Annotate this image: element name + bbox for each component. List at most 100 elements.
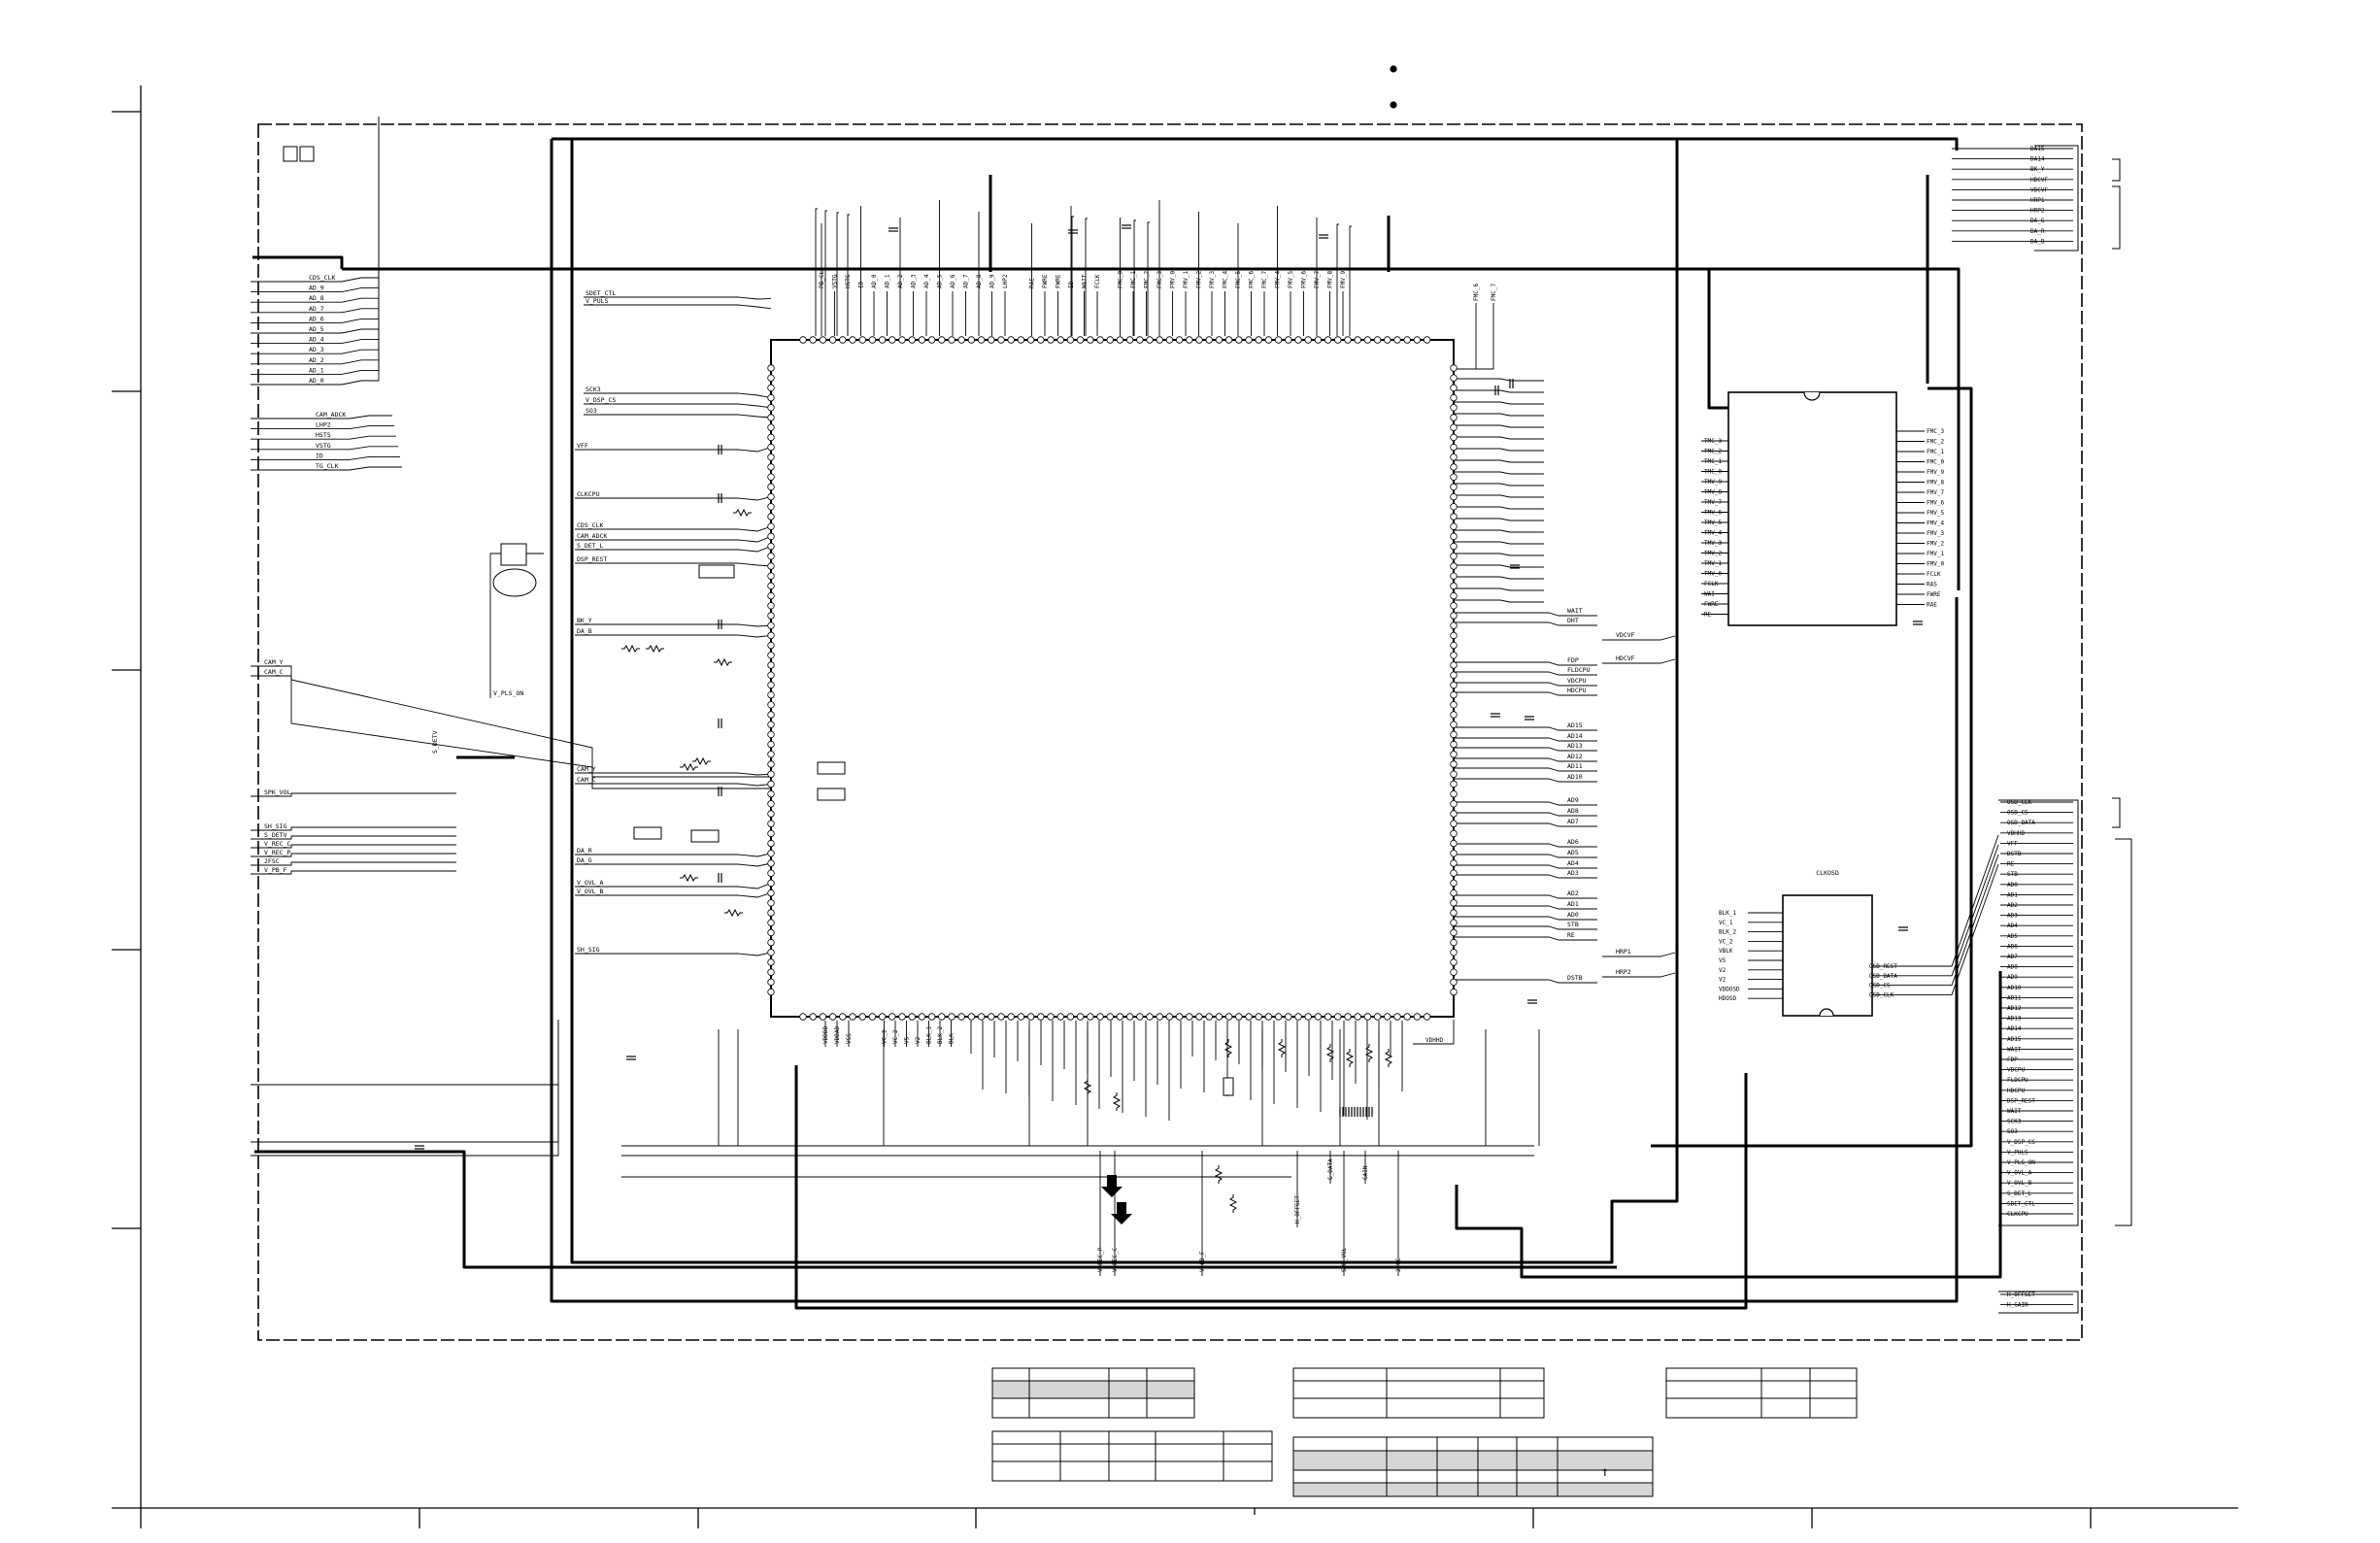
inner-net-label: V_DSP_CS	[586, 396, 616, 404]
top-pin-label: FMC_0	[1118, 271, 1124, 288]
inner-net-label: V_OVL_A	[577, 879, 603, 887]
heavy-wiring	[252, 137, 2002, 1310]
right-bottom-connector-label: SCK3	[2007, 1119, 2022, 1125]
inner-net-label: V_PULS	[586, 297, 609, 305]
top-pin-label: FMC_6	[1473, 284, 1480, 301]
right-pin-label: AD14	[1567, 732, 1583, 740]
memory-ic	[1727, 391, 1897, 626]
osd-right-pin: OSD_DATA	[1869, 973, 1897, 980]
right-bottom-connector-label: V_OVL_A	[2007, 1170, 2032, 1177]
bottom-pin-label: V2	[915, 1036, 922, 1044]
top-pin-label: HSTG	[845, 274, 852, 288]
top-pin-label: AD_8	[976, 274, 983, 288]
memory-right-pin: FMV_4	[1927, 520, 1944, 527]
top-pin-label: VSTG	[832, 274, 839, 288]
right-mid-label: HRP2	[1616, 968, 1631, 976]
right-bottom-connector-label: AD11	[2007, 994, 2022, 1001]
memory-left-pin: TMC_3	[1704, 438, 1722, 445]
right-bottom-connector-label: AD6	[2007, 943, 2018, 950]
top-pin-label: WAIT	[1082, 274, 1089, 288]
right-bottom-connector-label: STB	[2007, 871, 2018, 878]
top-pin-label: RAE	[1029, 278, 1036, 288]
memory-left-pin: TMV_0	[1704, 571, 1722, 578]
osd-left-pin: VC_1	[1719, 920, 1733, 926]
memory-right-pin: FMV_9	[1927, 469, 1944, 476]
memory-left-pin: TMC_2	[1704, 449, 1722, 455]
left-input-label: CAM_ADCK	[316, 411, 346, 419]
inner-net-label: DA_G	[577, 856, 592, 864]
memory-right-pin: RAE	[1927, 602, 1937, 609]
bottom-output-label: V_PB_F	[1199, 1251, 1206, 1272]
inner-net-label: DSP_REST	[577, 555, 607, 563]
right-bottom-connector-label: FLDCPU	[2007, 1077, 2028, 1084]
thin-wiring	[251, 117, 2073, 1306]
right-bottom-connector-label: AD10	[2007, 985, 2022, 991]
top-pin-label: AD_6	[950, 274, 956, 288]
top-pin-label: FMV_8	[1327, 271, 1334, 288]
memory-left-pin: TMV_2	[1704, 551, 1722, 557]
memory-right-pin: FMV_5	[1927, 510, 1944, 517]
osd-left-pin: VBLK	[1719, 948, 1733, 955]
memory-right-pin: FWRE	[1927, 591, 1941, 598]
inner-net-label: V_OVL_B	[577, 888, 603, 895]
bottom-pin-label: VDDBB	[822, 1026, 829, 1044]
right-pin-label: AD7	[1567, 818, 1579, 825]
left-input-label: ID	[316, 452, 323, 459]
left-input-label: V_REC_P	[264, 849, 290, 856]
right-pin-label: AD10	[1567, 773, 1583, 781]
top-pin-label: FMV_5	[1288, 271, 1294, 288]
memory-right-pin: FCLK	[1927, 571, 1941, 578]
top-pin-label: FWRE	[1056, 274, 1062, 288]
left-input-label: AD_4	[309, 336, 324, 344]
top-pin-label: AD_5	[937, 274, 944, 288]
right-bottom-connector-label: OSD_CLK	[2007, 799, 2032, 806]
memory-right-pin: RAS	[1927, 582, 1937, 588]
osd-left-pin: BLK_2	[1719, 929, 1736, 936]
right-pin-label: RE	[1567, 931, 1575, 939]
top-pin-label: AD_9	[989, 274, 996, 288]
right-pin-label: AD11	[1567, 762, 1583, 770]
bottom-output-label: GAIN	[1362, 1165, 1369, 1180]
memory-left-pin: TMC_0	[1704, 469, 1722, 476]
top-pin-label: AD_7	[963, 274, 970, 288]
bottom-output-label: 2FSC	[1395, 1258, 1402, 1272]
left-input-label: AD_0	[309, 377, 324, 385]
top-pin-label: ID	[1068, 281, 1075, 288]
right-pin-label: AD6	[1567, 838, 1579, 846]
right-pin-label: STB	[1567, 921, 1579, 928]
right-bottom-connector-label: V_OVL_B	[2007, 1180, 2032, 1187]
right-bottom-connector-label: AD14	[2007, 1025, 2022, 1032]
right-bottom-connector-label: SO3	[2007, 1128, 2018, 1135]
left-input-label: AD_2	[309, 356, 324, 364]
right-bottom-connector-label: WAIT	[2007, 1108, 2022, 1115]
inner-net-label: SO3	[586, 407, 597, 415]
bottom-pin-label: VDDAD	[834, 1026, 841, 1044]
sheet-frame	[112, 65, 2238, 1528]
right-top-connector	[2034, 145, 2121, 252]
right-top-connector-label: DA_R	[2030, 228, 2045, 235]
memory-left-pin: FCLK	[1704, 581, 1719, 587]
left-input-label: AD_3	[309, 346, 324, 353]
memory-left-pin: TMV_3	[1704, 540, 1722, 547]
top-pin-label: PB_CLK	[819, 267, 825, 288]
top-pin-label: FMC_7	[1261, 271, 1268, 288]
memory-left-pin: TMV_1	[1704, 560, 1722, 567]
bottom-output-label: V_REC_P	[1097, 1247, 1104, 1272]
left-input-label: AD_9	[309, 285, 324, 292]
memory-right-pin: FMC_0	[1927, 459, 1944, 466]
top-pin-label: AD_3	[911, 274, 918, 288]
right-mid-label: HRP1	[1616, 948, 1631, 956]
right-pin-label: AD9	[1567, 796, 1579, 804]
inner-net-label: CLKCPU	[577, 490, 600, 498]
inner-net-label: DA_B	[577, 627, 592, 635]
inner-net-label: S_DET_L	[577, 542, 603, 550]
right-bottom-connector-label: AD15	[2007, 1036, 2022, 1043]
right-bottom-connector-label: AD1	[2007, 891, 2018, 898]
inner-net-label: VFF	[577, 442, 588, 450]
right-pin-label: AD0	[1567, 911, 1579, 919]
right-pin-label: FLDCPU	[1567, 666, 1591, 674]
left-input-label: CDS_CLK	[309, 274, 335, 282]
right-bottom-connector-label: AD9	[2007, 974, 2018, 981]
main-dsp-ic	[770, 339, 1455, 1018]
